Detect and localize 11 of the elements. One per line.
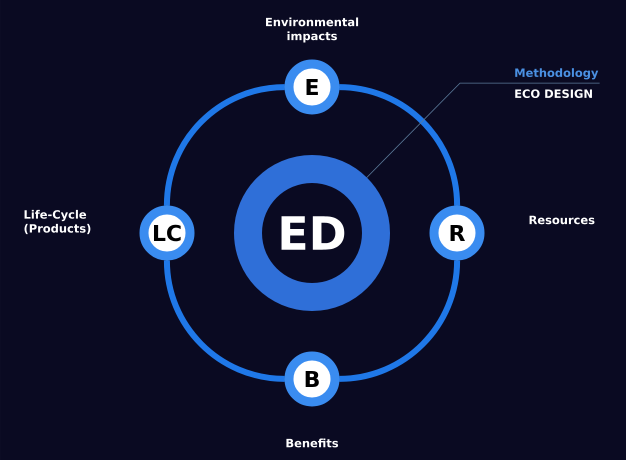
- caption-text: Life-Cycle (Products): [24, 210, 90, 234]
- ring-arc: [164, 84, 285, 206]
- caption-text: Environmental impacts: [266, 17, 358, 42]
- leader-line: [366, 82, 600, 178]
- note-text: Methodology ECO DESIGN: [515, 68, 598, 98]
- caption-text: Resources: [530, 216, 594, 224]
- ring-arc: [339, 84, 460, 206]
- ring-arc: [164, 260, 285, 382]
- ring-arc: [339, 260, 460, 382]
- caption-text: Benefits: [286, 438, 338, 448]
- hub-ring: ED: [234, 154, 390, 311]
